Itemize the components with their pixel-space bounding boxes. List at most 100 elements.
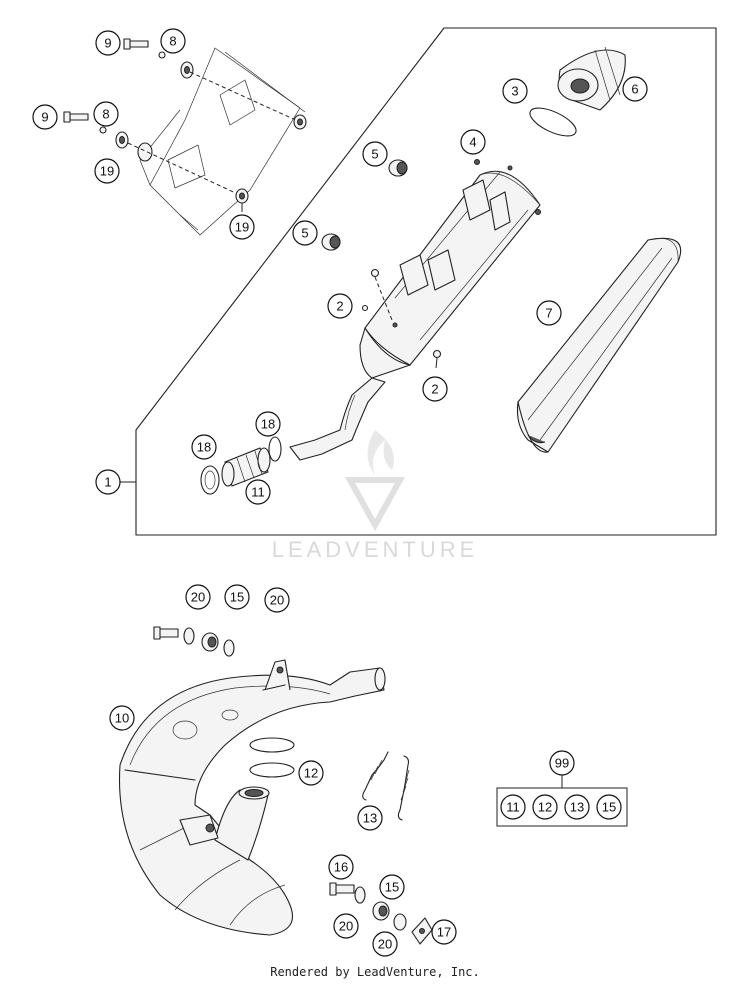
svg-text:17: 17 <box>437 925 451 940</box>
svg-text:20: 20 <box>270 593 284 608</box>
grommet-15-top <box>201 632 219 652</box>
callout-3: 3 <box>502 78 528 104</box>
svg-text:12: 12 <box>304 766 318 781</box>
end-cap-6 <box>557 46 626 111</box>
washer-20-top-b <box>223 639 235 657</box>
callout-18-lower: 18 <box>191 434 217 460</box>
svg-text:6: 6 <box>631 82 638 97</box>
callout-2-left: 2 <box>327 293 353 319</box>
kit-item-11: 11 <box>500 794 526 820</box>
footer-credit: Rendered by LeadVenture, Inc. <box>270 965 480 979</box>
callout-17: 17 <box>431 919 457 945</box>
bolt-9-upper <box>123 38 149 50</box>
callout-20-bottom-left: 20 <box>333 913 359 939</box>
callout-2-right: 2 <box>422 376 448 402</box>
callout-13: 13 <box>357 805 383 831</box>
svg-text:11: 11 <box>506 800 520 815</box>
clip-nut-17 <box>411 917 433 945</box>
svg-text:2: 2 <box>336 299 343 314</box>
svg-text:9: 9 <box>104 36 111 51</box>
spring-13-b <box>397 755 410 821</box>
svg-text:4: 4 <box>469 135 476 150</box>
callout-15-bottom: 15 <box>379 874 405 900</box>
washer-8-lower <box>99 126 107 134</box>
callout-9-lower: 9 <box>32 104 58 130</box>
gasket-18-upper <box>268 436 282 462</box>
bolt-16 <box>329 882 355 896</box>
gasket-12-b <box>249 762 295 778</box>
svg-text:3: 3 <box>511 84 518 99</box>
bolt-lower-mount <box>153 626 179 640</box>
washer-20-bottom-a <box>354 886 366 904</box>
frame-bracket <box>139 47 306 236</box>
gasket-18-lower <box>200 465 220 495</box>
callout-6: 6 <box>622 76 648 102</box>
svg-text:19: 19 <box>235 220 249 235</box>
grommet-15-bottom <box>372 901 390 921</box>
callout-18-upper: 18 <box>255 411 281 437</box>
gasket-3 <box>529 107 577 137</box>
svg-text:15: 15 <box>230 590 244 605</box>
grommet-5-a <box>388 159 408 177</box>
svg-text:8: 8 <box>169 34 176 49</box>
callout-5-upper: 5 <box>362 141 388 167</box>
svg-text:20: 20 <box>339 919 353 934</box>
screw-2-a <box>370 268 393 321</box>
assembly-1-boundary <box>135 27 717 536</box>
callout-19-left: 19 <box>94 158 120 184</box>
watermark-text: LEADVENTURE <box>272 537 479 562</box>
callout-8-upper: 8 <box>160 28 186 54</box>
kit-item-13: 13 <box>564 794 590 820</box>
kit-item-15: 15 <box>596 794 622 820</box>
svg-text:5: 5 <box>301 226 308 241</box>
screw-2-b <box>432 349 442 369</box>
callout-10: 10 <box>109 705 135 731</box>
callout-16: 16 <box>328 854 354 880</box>
svg-text:99: 99 <box>555 756 569 771</box>
svg-text:2: 2 <box>431 382 438 397</box>
callout-19-right: 19 <box>229 214 255 240</box>
washer-20-bottom-b <box>393 913 407 931</box>
callout-11-upper: 11 <box>245 479 271 505</box>
svg-text:13: 13 <box>570 800 584 815</box>
callout-7: 7 <box>536 300 562 326</box>
callout-20-bottom-right: 20 <box>372 931 398 957</box>
watermark-logo <box>344 430 406 532</box>
bolt-9-lower <box>63 111 89 123</box>
svg-text:20: 20 <box>191 590 205 605</box>
washer-8-upper <box>158 51 166 59</box>
svg-text:15: 15 <box>602 800 616 815</box>
screw-2-c <box>361 304 369 312</box>
gasket-12-a <box>249 737 295 753</box>
svg-text:18: 18 <box>261 417 275 432</box>
silencer-body-4 <box>359 159 541 379</box>
callout-4: 4 <box>460 129 486 155</box>
svg-text:18: 18 <box>197 440 211 455</box>
callout-20-top-right: 20 <box>264 587 290 613</box>
svg-text:13: 13 <box>363 811 377 826</box>
svg-text:12: 12 <box>538 800 552 815</box>
callout-20-top-left: 20 <box>185 584 211 610</box>
svg-text:10: 10 <box>115 711 129 726</box>
head-pipe-10 <box>118 659 386 936</box>
callout-99: 99 <box>549 750 575 776</box>
callout-5-lower: 5 <box>292 220 318 246</box>
svg-text:7: 7 <box>545 306 552 321</box>
svg-text:9: 9 <box>41 110 48 125</box>
svg-text:20: 20 <box>378 937 392 952</box>
svg-text:15: 15 <box>385 880 399 895</box>
axis-upper <box>189 71 301 123</box>
link-pipe <box>289 377 386 461</box>
grommet-lower <box>137 142 153 162</box>
callout-9-upper: 9 <box>95 30 121 56</box>
callout-15-top: 15 <box>224 584 250 610</box>
svg-text:5: 5 <box>371 147 378 162</box>
damper-sleeve-11 <box>221 447 271 487</box>
kit-item-12: 12 <box>532 794 558 820</box>
spring-13-a <box>362 751 389 801</box>
svg-text:8: 8 <box>102 107 109 122</box>
callout-12: 12 <box>298 760 324 786</box>
svg-text:16: 16 <box>334 860 348 875</box>
svg-text:11: 11 <box>251 485 265 500</box>
